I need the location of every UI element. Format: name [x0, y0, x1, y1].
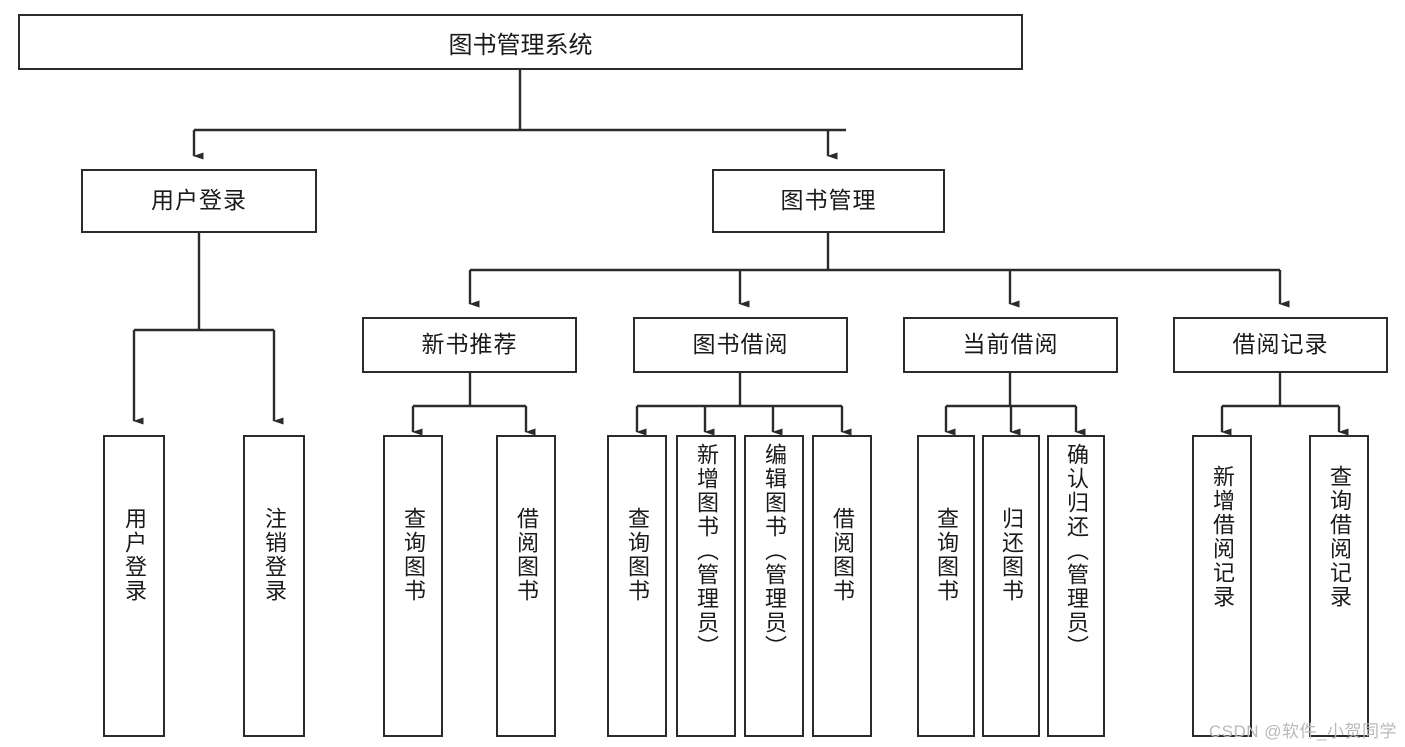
leaf-edit-book-admin[interactable]: 编辑图书（管理员） — [744, 435, 804, 737]
node-user-login[interactable]: 用户登录 — [81, 169, 317, 233]
leaf-query-book-current[interactable]: 查询图书 — [917, 435, 975, 737]
leaf-confirm-return-admin[interactable]: 确认归还（管理员） — [1047, 435, 1105, 737]
leaf-query-book-current-label: 查询图书 — [933, 507, 959, 603]
leaf-query-book-borrow-label: 查询图书 — [624, 507, 650, 603]
node-book-management-label: 图书管理 — [780, 187, 877, 214]
leaf-add-book-admin[interactable]: 新增图书（管理员） — [676, 435, 736, 737]
leaf-add-borrow-record-label: 新增借阅记录 — [1209, 465, 1235, 609]
leaf-confirm-return-admin-label: 确认归还（管理员） — [1063, 443, 1089, 659]
leaf-borrow-book-recommend[interactable]: 借阅图书 — [496, 435, 556, 737]
leaf-query-book-borrow[interactable]: 查询图书 — [607, 435, 667, 737]
leaf-borrow-book-recommend-label: 借阅图书 — [513, 507, 539, 603]
leaf-borrow-book-borrow-label: 借阅图书 — [829, 507, 855, 603]
node-new-book-recommend[interactable]: 新书推荐 — [362, 317, 577, 373]
node-new-book-recommend-label: 新书推荐 — [421, 331, 518, 358]
leaf-query-book-recommend-label: 查询图书 — [400, 507, 426, 603]
leaf-query-book-recommend[interactable]: 查询图书 — [383, 435, 443, 737]
node-book-borrow-label: 图书借阅 — [692, 331, 789, 358]
leaf-edit-book-admin-label: 编辑图书（管理员） — [761, 443, 787, 659]
node-borrow-record[interactable]: 借阅记录 — [1173, 317, 1388, 373]
leaf-borrow-book-borrow[interactable]: 借阅图书 — [812, 435, 872, 737]
leaf-user-login-label: 用户登录 — [121, 507, 147, 603]
node-current-borrow-label: 当前借阅 — [962, 331, 1059, 358]
node-book-management[interactable]: 图书管理 — [712, 169, 945, 233]
leaf-return-book[interactable]: 归还图书 — [982, 435, 1040, 737]
node-borrow-record-label: 借阅记录 — [1232, 331, 1329, 358]
leaf-add-book-admin-label: 新增图书（管理员） — [693, 443, 719, 659]
leaf-logout[interactable]: 注销登录 — [243, 435, 305, 737]
node-book-borrow[interactable]: 图书借阅 — [633, 317, 848, 373]
leaf-query-borrow-record[interactable]: 查询借阅记录 — [1309, 435, 1369, 737]
leaf-logout-label: 注销登录 — [261, 507, 287, 603]
leaf-user-login[interactable]: 用户登录 — [103, 435, 165, 737]
node-current-borrow[interactable]: 当前借阅 — [903, 317, 1118, 373]
node-root-label: 图书管理系统 — [448, 31, 593, 59]
node-user-login-label: 用户登录 — [151, 187, 247, 214]
node-root[interactable]: 图书管理系统 — [18, 14, 1023, 70]
csdn-watermark: CSDN @软件_小贺同学 — [1208, 722, 1397, 741]
leaf-query-borrow-record-label: 查询借阅记录 — [1326, 465, 1352, 609]
leaf-return-book-label: 归还图书 — [998, 507, 1024, 603]
leaf-add-borrow-record[interactable]: 新增借阅记录 — [1192, 435, 1252, 737]
